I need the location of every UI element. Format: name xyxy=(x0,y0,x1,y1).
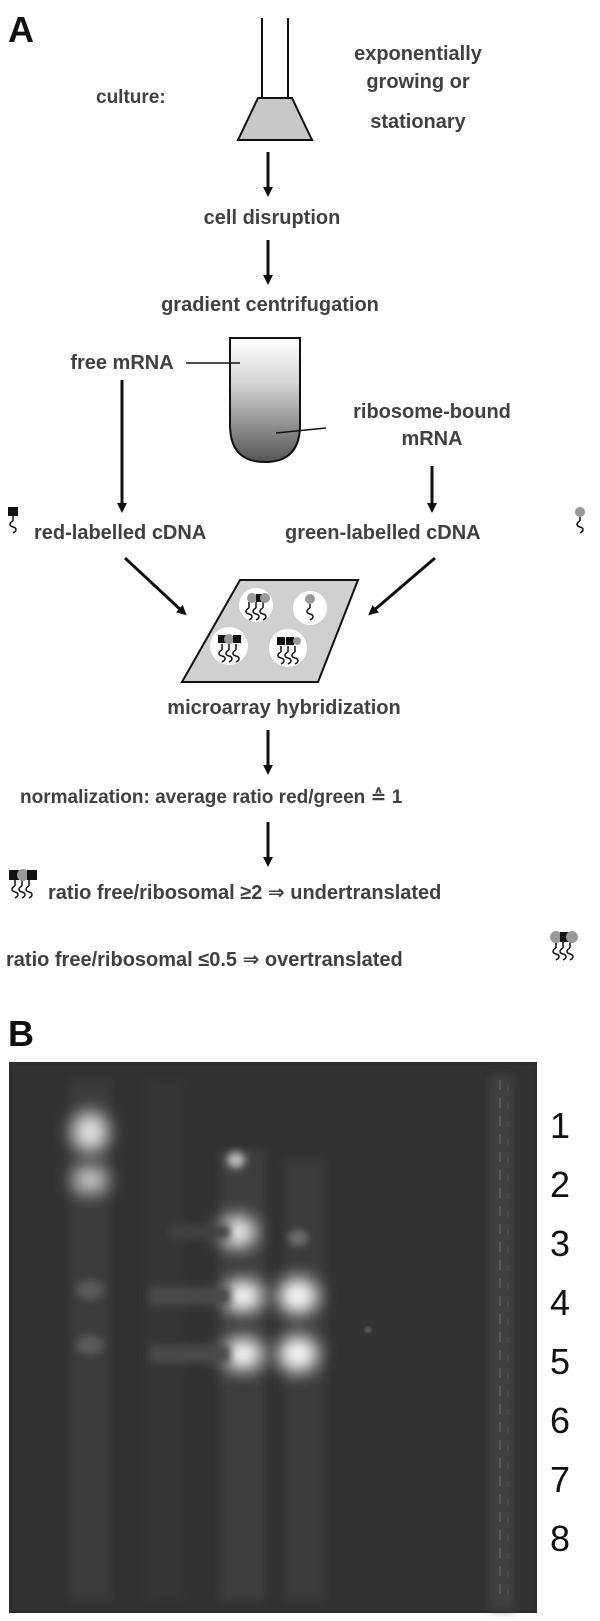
result-undertranslated: ratio free/ribosomal ≥2 ⇒ undertranslate… xyxy=(48,882,441,904)
culture-flask-icon xyxy=(236,18,314,141)
lane-number-8: 8 xyxy=(550,1518,570,1559)
gel-image xyxy=(9,1062,537,1613)
overtranslated-probe-icon xyxy=(550,931,578,961)
ribosome-bound-line-2: mRNA xyxy=(401,428,462,450)
culture-label: culture: xyxy=(96,87,166,108)
red-labelled-cdna: red-labelled cDNA xyxy=(34,522,206,544)
step-normalization: normalization: average ratio red/green ≙… xyxy=(20,787,403,808)
bound-mrna-pointer xyxy=(275,427,327,434)
result-overtranslated: ratio free/ribosomal ≤0.5 ⇒ overtranslat… xyxy=(6,949,403,971)
lane-number-6: 6 xyxy=(550,1400,570,1441)
red-probe-icon xyxy=(7,506,19,534)
lane-number-5: 5 xyxy=(550,1341,570,1382)
ribosome-bound-line-1: ribosome-bound xyxy=(353,401,511,423)
lane-number-4: 4 xyxy=(550,1282,570,1323)
lane-number-list: 1 2 3 4 5 6 7 8 xyxy=(550,1105,570,1559)
culture-state-line-2: growing or xyxy=(366,71,470,93)
step-microarray-hybridization: microarray hybridization xyxy=(167,697,400,719)
microarray-slide-icon xyxy=(180,579,360,683)
lane-number-1: 1 xyxy=(550,1105,570,1146)
arrow-red-to-array xyxy=(123,556,187,616)
undertranslated-probe-icon xyxy=(9,869,37,899)
free-mrna-label: free mRNA xyxy=(70,352,173,374)
lane-number-3: 3 xyxy=(550,1223,570,1264)
panel-a-label: A xyxy=(8,9,34,50)
green-probe-icon xyxy=(574,506,586,534)
centrifuge-tube-icon xyxy=(229,337,301,464)
step-gradient-centrifugation: gradient centrifugation xyxy=(161,294,379,316)
lane-number-2: 2 xyxy=(550,1164,570,1205)
arrow-green-to-array xyxy=(368,556,436,616)
culture-state-line-1: exponentially xyxy=(354,43,483,65)
panel-b-label: B xyxy=(8,1013,34,1054)
lane-number-7: 7 xyxy=(550,1459,570,1500)
step-cell-disruption: cell disruption xyxy=(204,207,341,229)
green-labelled-cdna: green-labelled cDNA xyxy=(285,522,481,544)
culture-state-line-3: stationary xyxy=(370,111,466,133)
